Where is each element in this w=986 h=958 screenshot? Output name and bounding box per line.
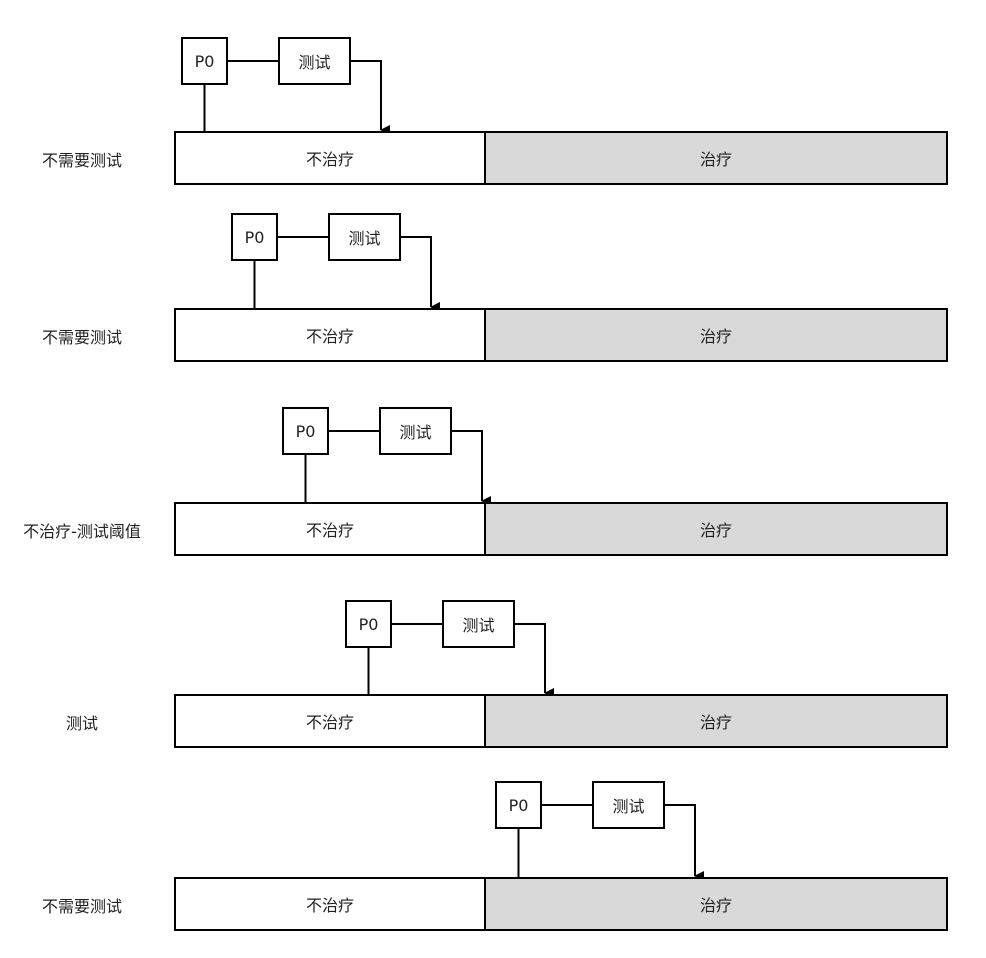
treatment-zone: 治疗 bbox=[484, 877, 948, 931]
test-box: 测试 bbox=[328, 213, 401, 261]
test-arrow bbox=[665, 804, 704, 881]
p0-box: P0 bbox=[495, 781, 542, 829]
test-arrow bbox=[401, 236, 440, 312]
no-treatment-zone: 不治疗 bbox=[174, 131, 486, 185]
treatment-zone: 治疗 bbox=[484, 694, 948, 748]
p0-box: P0 bbox=[345, 600, 392, 648]
p0-box: P0 bbox=[282, 407, 329, 455]
no-treatment-zone: 不治疗 bbox=[174, 694, 486, 748]
no-treatment-zone: 不治疗 bbox=[174, 877, 486, 931]
row-label: 不需要测试 bbox=[41, 897, 122, 916]
test-arrow bbox=[515, 623, 554, 698]
test-arrow bbox=[452, 430, 491, 506]
test-box: 测试 bbox=[442, 600, 515, 648]
treatment-zone: 治疗 bbox=[484, 502, 948, 556]
test-arrow bbox=[351, 60, 390, 135]
test-box: 测试 bbox=[379, 407, 452, 455]
test-box: 测试 bbox=[278, 37, 351, 85]
row-label: 不治疗-测试阈值 bbox=[23, 522, 141, 541]
row-label: 不需要测试 bbox=[41, 151, 122, 170]
row-label: 不需要测试 bbox=[41, 328, 122, 347]
row-label: 测试 bbox=[65, 714, 98, 733]
treatment-zone: 治疗 bbox=[484, 308, 948, 362]
no-treatment-zone: 不治疗 bbox=[174, 308, 486, 362]
p0-box: P0 bbox=[231, 213, 278, 261]
treatment-zone: 治疗 bbox=[484, 131, 948, 185]
test-box: 测试 bbox=[592, 781, 665, 829]
p0-box: P0 bbox=[181, 37, 228, 85]
no-treatment-zone: 不治疗 bbox=[174, 502, 486, 556]
